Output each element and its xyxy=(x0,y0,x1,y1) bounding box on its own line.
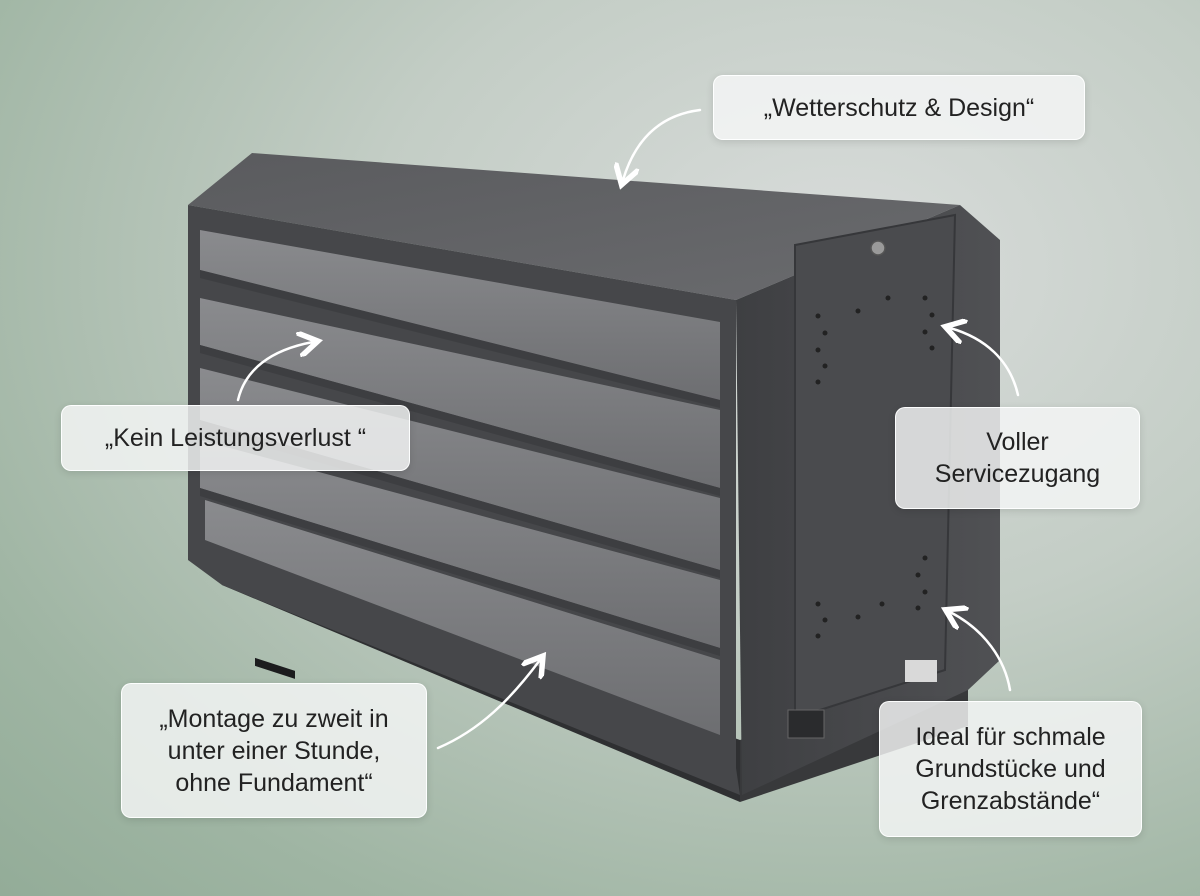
arrow-weather xyxy=(623,108,702,180)
callout-mounting-line-2: unter einer Stunde, xyxy=(167,736,381,765)
arrow-narrow xyxy=(950,612,1012,692)
callout-narrow-plots: Ideal für schmale Grundstücke und Grenza… xyxy=(879,701,1142,837)
callout-weather-protection: „Wetterschutz & Design“ xyxy=(713,75,1085,140)
callout-service-line-2: Servicezugang xyxy=(934,460,1101,488)
callout-service-access: Voller Servicezugang xyxy=(895,407,1140,509)
callout-weather-line-1: „Wetterschutz & Design“ xyxy=(763,93,1035,122)
arrow-service xyxy=(950,328,1020,397)
callout-mounting-line-1: „Montage zu zweit in xyxy=(159,704,389,733)
callout-performance: „Kein Leistungsverlust “ xyxy=(61,405,410,471)
arrow-performance xyxy=(236,342,313,402)
callout-mounting: „Montage zu zweit in unter einer Stunde,… xyxy=(121,683,427,818)
callout-narrow-line-2: Grundstücke und xyxy=(915,755,1106,783)
callout-performance-line-1: „Kein Leistungsverlust “ xyxy=(104,424,367,452)
arrows xyxy=(236,108,1020,750)
callout-service-line-1: Voller xyxy=(986,428,1049,456)
callout-narrow-line-3: Grenzabstände“ xyxy=(920,787,1101,815)
callout-narrow-line-1: Ideal für schmale xyxy=(915,723,1106,751)
arrow-mounting xyxy=(436,660,540,750)
callout-mounting-line-3: ohne Fundament“ xyxy=(175,768,373,797)
